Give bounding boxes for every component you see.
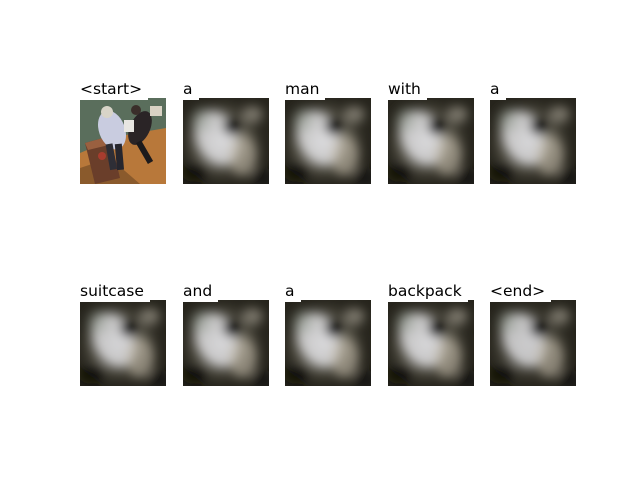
attention-cell: with	[388, 79, 474, 184]
source-photo	[80, 98, 166, 184]
caption-word: with	[388, 79, 427, 100]
attention-cell: man	[285, 79, 371, 184]
attention-map	[490, 98, 576, 184]
attention-map	[183, 98, 269, 184]
attention-cell: <start>	[80, 79, 166, 184]
caption-word: <end>	[490, 281, 552, 302]
attention-cell: <end>	[490, 281, 576, 386]
caption-word: man	[285, 79, 326, 100]
attention-cell: a	[285, 281, 371, 386]
caption-word: and	[183, 281, 219, 302]
caption-word: suitcase	[80, 281, 150, 302]
attention-map	[490, 300, 576, 386]
attention-map	[388, 98, 474, 184]
caption-word: a	[183, 79, 199, 100]
caption-word: <start>	[80, 79, 149, 100]
attention-cell: a	[183, 79, 269, 184]
attention-map	[183, 300, 269, 386]
attention-map	[388, 300, 474, 386]
attention-cell: and	[183, 281, 269, 386]
attention-cell: suitcase	[80, 281, 166, 386]
caption-word: a	[285, 281, 301, 302]
attention-cell: backpack	[388, 281, 474, 386]
attention-map	[285, 98, 371, 184]
caption-word: backpack	[388, 281, 468, 302]
attention-cell: a	[490, 79, 576, 184]
attention-map	[285, 300, 371, 386]
attention-map	[80, 300, 166, 386]
caption-word: a	[490, 79, 506, 100]
